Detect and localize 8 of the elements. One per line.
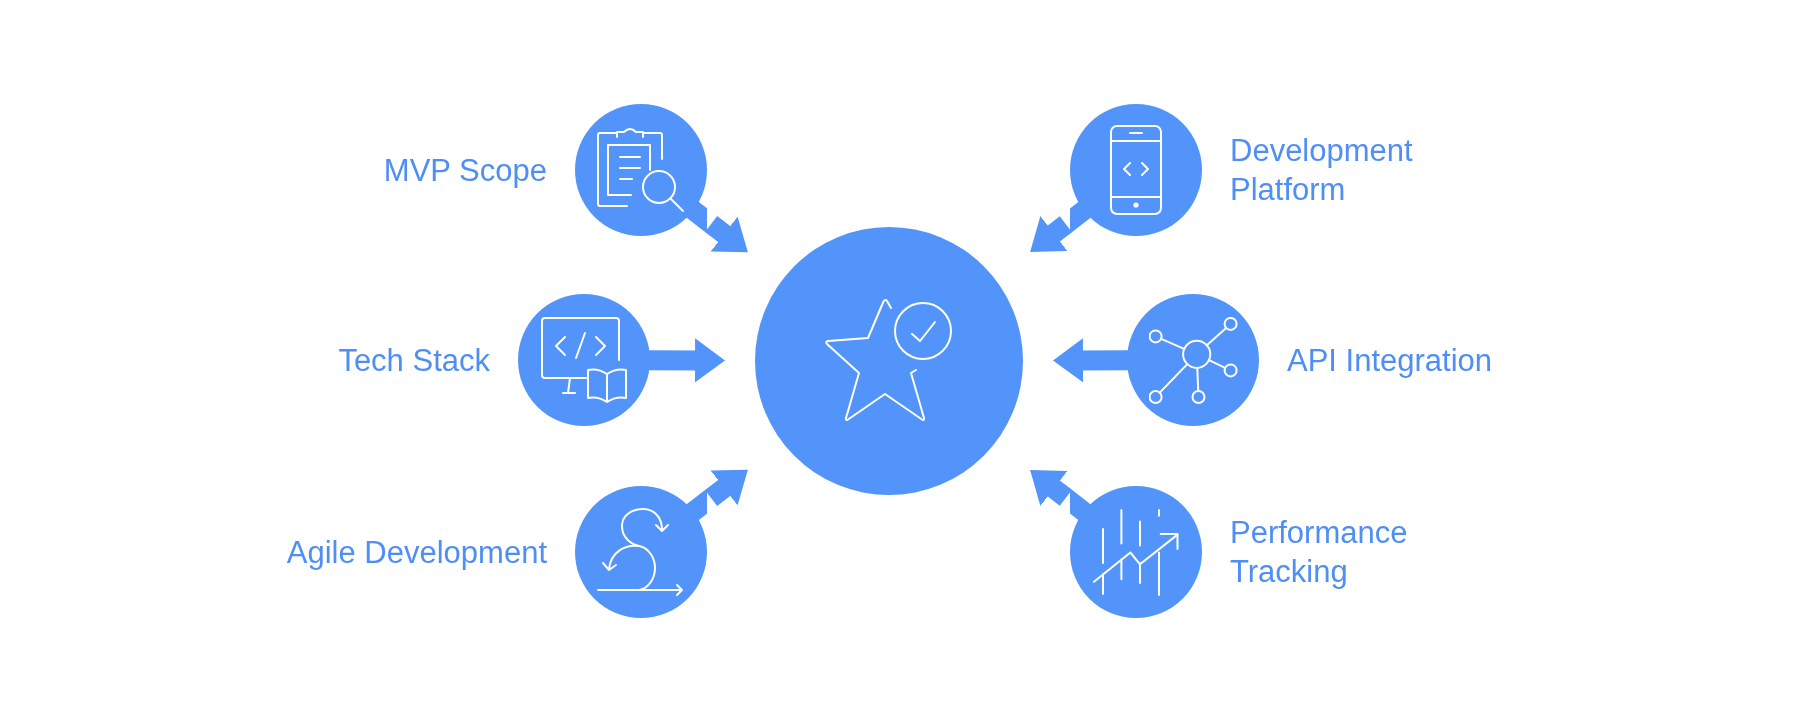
topic-label: Development Platform (1230, 132, 1414, 209)
arrow (648, 338, 726, 383)
topic-label: API Integration (1287, 341, 1493, 380)
topic-label: Tech Stack (338, 341, 490, 380)
topic-label: MVP Scope (383, 151, 547, 190)
topic-label: Performance Tracking (1230, 514, 1409, 591)
topic-label: Agile Development (286, 533, 547, 572)
arrow (1052, 338, 1129, 383)
